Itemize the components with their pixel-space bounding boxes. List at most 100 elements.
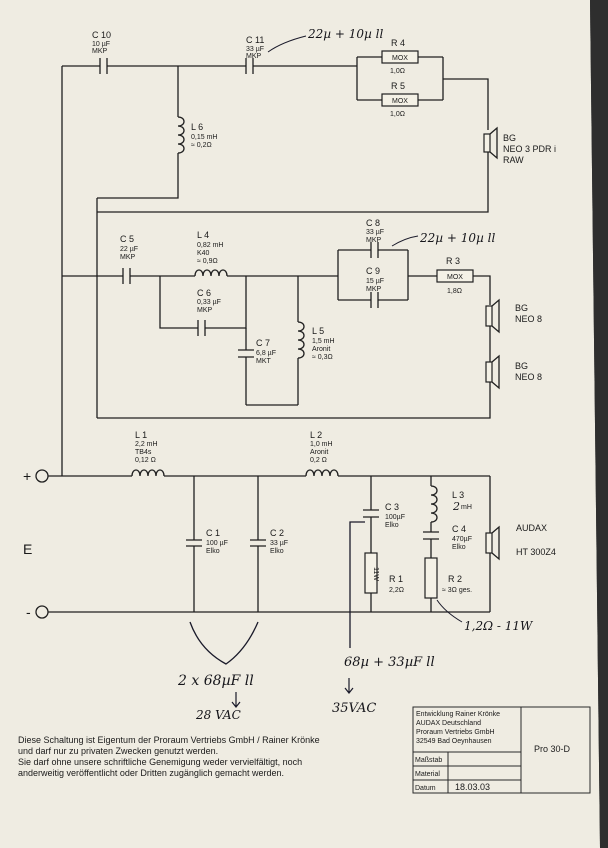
c8-type: MKP [366, 237, 382, 244]
mid-section [62, 242, 500, 419]
c5-value: 22 µF [120, 246, 138, 253]
spk2-line2: NEO 8 [515, 372, 542, 382]
r3-body: MOX [447, 274, 463, 281]
c4-type: Elko [452, 544, 466, 551]
tb-line1: Entwicklung Rainer Krönke [416, 711, 500, 718]
c5-capacitor [122, 268, 131, 284]
l1-inductor [131, 469, 165, 477]
tb-massstab: Maßstab [415, 757, 442, 764]
l4-value: 0,82 mH [197, 242, 223, 249]
notice-line2: und darf nur zu privaten Zwecken genutzt… [18, 746, 218, 756]
c9-name: C 9 [366, 266, 380, 276]
e-label: E [23, 541, 32, 557]
c1-type: Elko [206, 548, 220, 555]
r5-resistor [381, 93, 419, 107]
tweeter-symbol [483, 133, 491, 153]
l2-core: Aronit [310, 449, 328, 456]
r2-resistor [424, 557, 438, 599]
neo8-speaker-2 [485, 361, 493, 383]
l1-value: 2,2 mH [135, 441, 158, 448]
tb-line4: 32549 Bad Oeynhausen [416, 738, 492, 745]
c8-name: C 8 [366, 218, 380, 228]
tweeter-line3: RAW [503, 155, 524, 165]
c1c2-hand-note: 2 x 68µF ll [177, 673, 254, 689]
r1-body: 11W [372, 567, 379, 581]
neo8-speaker-1 [485, 305, 493, 327]
l3-name: L 3 [452, 490, 464, 500]
notice-line4: anderweitig veröffentlicht oder Dritten … [18, 768, 284, 778]
r2-value: ≈ 3Ω ges. [442, 587, 472, 594]
l5-res: ≈ 0,3Ω [312, 354, 333, 361]
c11-type: MKP [246, 53, 262, 60]
c5-name: C 5 [120, 234, 134, 244]
c5-type: MKP [120, 254, 136, 261]
r3-name: R 3 [446, 256, 460, 266]
l4-res: ≈ 0,9Ω [197, 258, 218, 265]
l5-inductor [297, 321, 305, 359]
c10-capacitor [99, 58, 108, 74]
handwritten-notes: 22µ + 10µ ll 22µ + 10µ ll 1,2Ω - 11W 2 x… [177, 27, 534, 722]
woofer-line1: AUDAX [516, 523, 547, 533]
r2-hand-note: 1,2Ω - 11W [464, 619, 534, 633]
l1-res: 0,12 Ω [135, 457, 156, 464]
l6-name: L 6 [191, 122, 203, 132]
c6-name: C 6 [197, 288, 211, 298]
r3-value: 1,8Ω [447, 288, 462, 295]
tb-line2: AUDAX Deutschland [416, 720, 481, 727]
footer: Diese Schaltung ist Eigentum der Proraum… [18, 706, 591, 794]
c8-capacitor [370, 242, 379, 258]
c7-value: 6,8 µF [256, 350, 276, 357]
c3-capacitor [363, 509, 379, 518]
l2-name: L 2 [310, 430, 322, 440]
l6-value: 0,15 mH [191, 134, 217, 141]
l3-hand-value: 2 [452, 500, 460, 513]
c2-type: Elko [270, 548, 284, 555]
notice-line3: Sie darf ohne unsere schriftliche Genemi… [18, 757, 302, 767]
spk1-line1: BG [515, 303, 528, 313]
c4-capacitor [423, 531, 439, 540]
r4-body: MOX [392, 55, 408, 62]
r4-resistor [381, 50, 419, 64]
c10-value: 10 µF [92, 41, 110, 48]
c8-value: 33 µF [366, 229, 384, 236]
notice-line1: Diese Schaltung ist Eigentum der Proraum… [18, 735, 320, 745]
c9-value: 15 µF [366, 278, 384, 285]
c4-name: C 4 [452, 524, 466, 534]
c9-capacitor [370, 292, 379, 308]
r5-name: R 5 [391, 81, 405, 91]
c3-volt-note: 35VAC [332, 701, 376, 716]
c3-hand-note: 68µ + 33µF ll [344, 655, 435, 670]
c7-type: MKT [256, 358, 272, 365]
l4-name: L 4 [197, 230, 209, 240]
r1-value: 2,2Ω [389, 587, 404, 594]
tweeter-line2: NEO 3 PDR i [503, 144, 556, 154]
minus-label: - [26, 604, 31, 620]
tb-datum: Datum [415, 785, 436, 792]
l5-core: Aronit [312, 346, 330, 353]
tweeter-line1: BG [503, 133, 516, 143]
c7-capacitor [238, 349, 254, 358]
plus-label: + [23, 468, 31, 484]
c11-name: C 11 [246, 35, 264, 45]
l2-res: 0,2 Ω [310, 457, 327, 464]
l4-inductor [194, 269, 228, 277]
woofer-line2: HT 300Z4 [516, 547, 556, 557]
l6-inductor [177, 116, 185, 154]
l4-core: K40 [197, 250, 210, 257]
tb-material: Material [415, 771, 440, 778]
l5-name: L 5 [312, 326, 324, 336]
c6-value: 0,33 µF [197, 299, 221, 306]
tb-drawing-number: Pro 30-D [534, 744, 571, 754]
woofer-section [35, 66, 500, 619]
r1-resistor [364, 552, 378, 594]
c9-type: MKP [366, 286, 382, 293]
r1-name: R 1 [389, 574, 403, 584]
c1-capacitor [186, 539, 202, 547]
c3-value: 100µF [385, 514, 405, 521]
spk2-line1: BG [515, 361, 528, 371]
l1-name: L 1 [135, 430, 147, 440]
l1-core: TB4s [135, 449, 152, 456]
c11-hand-note: 22µ + 10µ ll [307, 27, 383, 41]
